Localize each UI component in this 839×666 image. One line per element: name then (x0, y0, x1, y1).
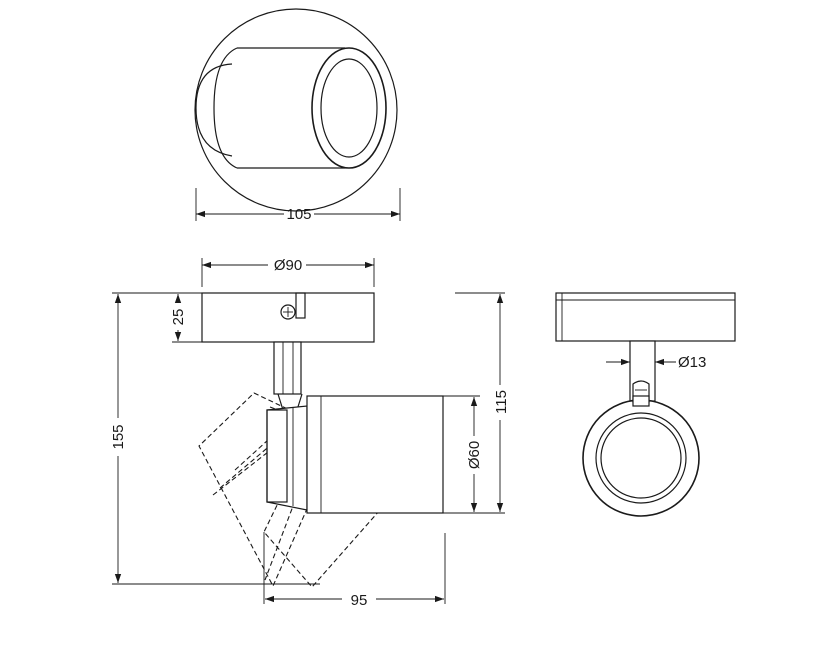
dimension-label-arm-diameter: Ø13 (678, 354, 706, 371)
dimension-label-top-width: 105 (286, 206, 311, 223)
dimension-label-base-diameter: Ø90 (274, 257, 302, 274)
dimension-label-overall-height: 155 (110, 424, 127, 449)
dimension-label-head-diameter: Ø60 (466, 441, 483, 469)
top-view: 105 (194, 8, 401, 223)
side-view: Ø13 (555, 292, 736, 517)
dimension-label-arm-height: 115 (493, 390, 510, 414)
dimension-label-depth: 95 (351, 592, 368, 609)
dimension-label-base-height: 25 (170, 309, 187, 326)
front-view: Ø90 25 (110, 257, 510, 609)
